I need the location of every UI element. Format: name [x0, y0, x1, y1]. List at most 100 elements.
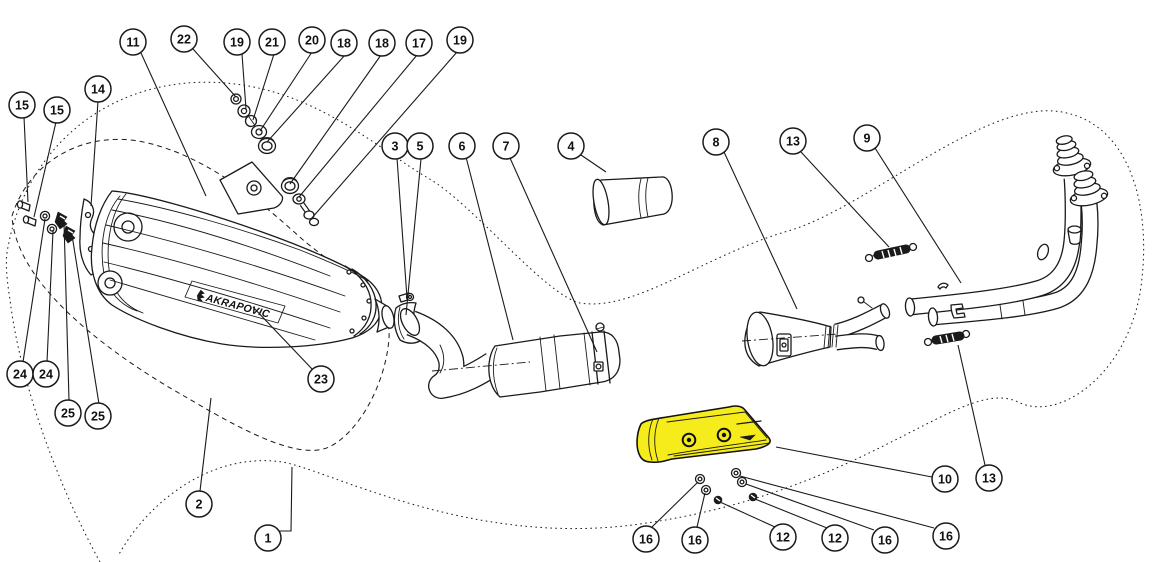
- muffler-mount-hardware: [16, 200, 76, 244]
- catalytic-converter: [431, 322, 621, 398]
- leader-line-11-0: [140, 52, 207, 197]
- header-pipes: [904, 135, 1109, 327]
- leader-line-12-30: [754, 498, 828, 529]
- callout-16-32: [932, 522, 960, 550]
- shield-fasteners: [694, 467, 758, 505]
- callout-15-9: [8, 91, 36, 119]
- callout-20-4: [298, 26, 326, 54]
- callout-16-27: [632, 525, 660, 553]
- callout-number-16-28: 16: [688, 534, 702, 548]
- callout-number-16-31: 16: [878, 534, 892, 548]
- callout-number-5-13: 5: [417, 140, 424, 154]
- leader-line-6-14: [465, 156, 514, 341]
- leader-line-1-26: [279, 466, 293, 532]
- leader-line-5-13: [405, 158, 422, 316]
- callout-19-2: [223, 28, 251, 56]
- leader-line-10-33: [775, 446, 933, 478]
- callout-number-13-34: 13: [982, 472, 996, 486]
- callout-number-1-26: 1: [265, 532, 272, 546]
- callout-18-5: [330, 29, 358, 57]
- callout-number-15-10: 15: [50, 104, 64, 118]
- reference-outline-dotted: [5, 81, 1145, 562]
- callout-9-19: [853, 124, 881, 152]
- callout-number-6-14: 6: [459, 140, 466, 154]
- leader-line-2-25: [199, 397, 212, 492]
- callout-number-18-5: 18: [337, 37, 351, 51]
- callout-number-17-7: 17: [412, 37, 426, 51]
- connector-sleeve: [592, 176, 673, 226]
- leader-line-24-20: [22, 218, 46, 363]
- leader-line-22-1: [192, 48, 237, 98]
- leader-line-24-21: [46, 230, 54, 363]
- leader-line-12-29: [719, 501, 776, 528]
- callout-number-13-18: 13: [786, 135, 800, 149]
- callout-10-33: [931, 465, 959, 493]
- callout-number-7-15: 7: [503, 140, 510, 154]
- callout-15-10: [43, 96, 71, 124]
- leader-line-17-7: [298, 54, 418, 198]
- callout-number-19-2: 19: [230, 36, 244, 50]
- callout-13-18: [779, 127, 807, 155]
- callout-16-28: [681, 526, 709, 554]
- leader-line-16-31: [745, 483, 875, 531]
- leader-line-19-8: [310, 51, 458, 220]
- callout-25-23: [84, 402, 112, 430]
- callout-number-15-9: 15: [15, 99, 29, 113]
- leader-line-25-22: [63, 221, 70, 401]
- callout-number-16-27: 16: [639, 533, 653, 547]
- callout-5-13: [406, 132, 434, 160]
- leader-line-7-15: [509, 157, 598, 353]
- leader-line-8-17: [723, 151, 798, 310]
- callout-number-14-11: 14: [91, 83, 105, 97]
- callout-18-6: [368, 29, 396, 57]
- callout-number-8-17: 8: [713, 136, 720, 150]
- callout-number-9-19: 9: [864, 132, 871, 146]
- leader-line-9-19: [874, 147, 962, 284]
- leader-line-3-12: [396, 157, 408, 299]
- leader-line-18-5: [266, 54, 346, 143]
- heat-shield-body: [636, 405, 771, 464]
- rubber-mount-hardware-upper: [230, 93, 277, 155]
- callout-7-15: [492, 132, 520, 160]
- callout-12-30: [821, 524, 849, 552]
- leader-line-20-4: [259, 51, 313, 132]
- leader-line-18-6: [289, 54, 382, 185]
- leader-line-23-24: [252, 306, 314, 371]
- reference-outline-dashed: [11, 138, 390, 451]
- callout-number-12-30: 12: [828, 532, 842, 546]
- callout-number-2-25: 2: [196, 498, 203, 512]
- leader-line-4-16: [580, 154, 607, 173]
- callout-number-18-6: 18: [375, 37, 389, 51]
- link-pipe: [399, 308, 501, 399]
- callout-12-29: [769, 523, 797, 551]
- callout-number-25-23: 25: [91, 410, 105, 424]
- callout-25-22: [54, 399, 82, 427]
- leader-line-13-34: [957, 344, 986, 466]
- callout-number-24-20: 24: [13, 368, 27, 382]
- callout-4-16: [557, 132, 585, 160]
- muffler: AKRAPOVIC: [90, 161, 395, 348]
- y-collector: [741, 296, 891, 367]
- leader-line-13-18: [800, 151, 890, 248]
- callout-1-26: [254, 524, 282, 552]
- callout-number-11-0: 11: [126, 36, 139, 50]
- callout-19-8: [446, 26, 474, 54]
- callout-number-4-16: 4: [568, 140, 575, 154]
- tension-spring-upper: [864, 242, 918, 263]
- callout-21-3: [258, 28, 286, 56]
- callout-number-12-29: 12: [776, 531, 790, 545]
- leader-line-21-3: [252, 53, 275, 121]
- tension-spring-lower: [923, 329, 971, 347]
- leader-line-16-27: [651, 481, 699, 528]
- callout-number-23-24: 23: [314, 373, 328, 387]
- logo-plate: [184, 280, 286, 324]
- callout-17-7: [405, 29, 433, 57]
- callout-number-20-4: 20: [305, 34, 319, 48]
- callout-11-0: [119, 28, 147, 56]
- leader-line-15-10: [33, 121, 57, 218]
- callout-number-25-22: 25: [61, 407, 75, 421]
- callout-number-16-32: 16: [939, 530, 953, 544]
